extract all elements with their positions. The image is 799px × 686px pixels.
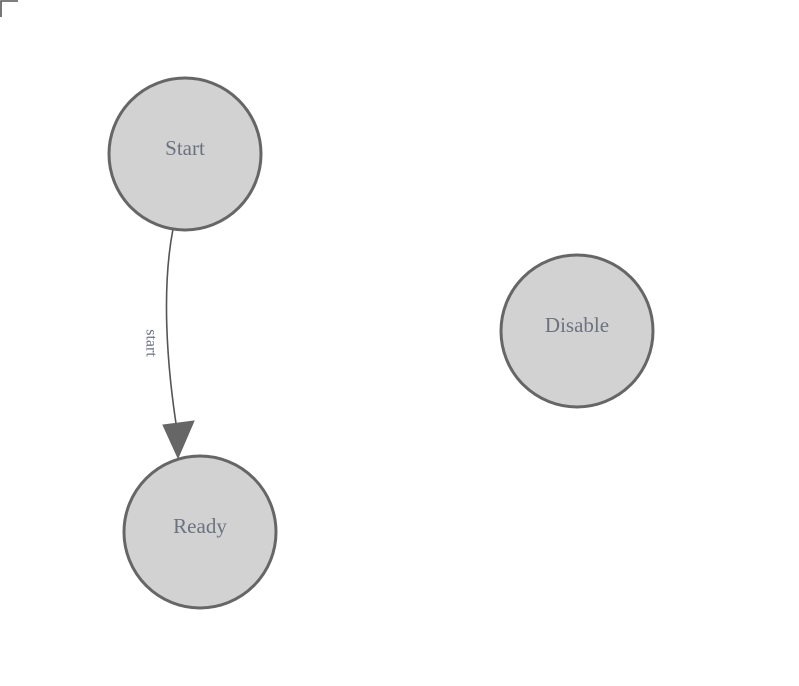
corner-bracket-mark [0,0,18,17]
edge-line [165,228,178,431]
state-circle [107,76,263,232]
state-node-start[interactable]: Start [107,76,263,232]
state-circle [122,454,278,610]
state-label-disable: Disable [545,313,609,337]
state-circle [499,253,655,409]
edge-label-start: start [142,329,159,357]
state-label-start: Start [165,136,205,160]
arrowhead-icon [162,420,195,460]
state-label-ready: Ready [173,514,227,538]
state-node-ready[interactable]: Ready [122,454,278,610]
state-node-disable[interactable]: Disable [499,253,655,409]
edge-start-to-ready[interactable]: start [142,228,195,460]
